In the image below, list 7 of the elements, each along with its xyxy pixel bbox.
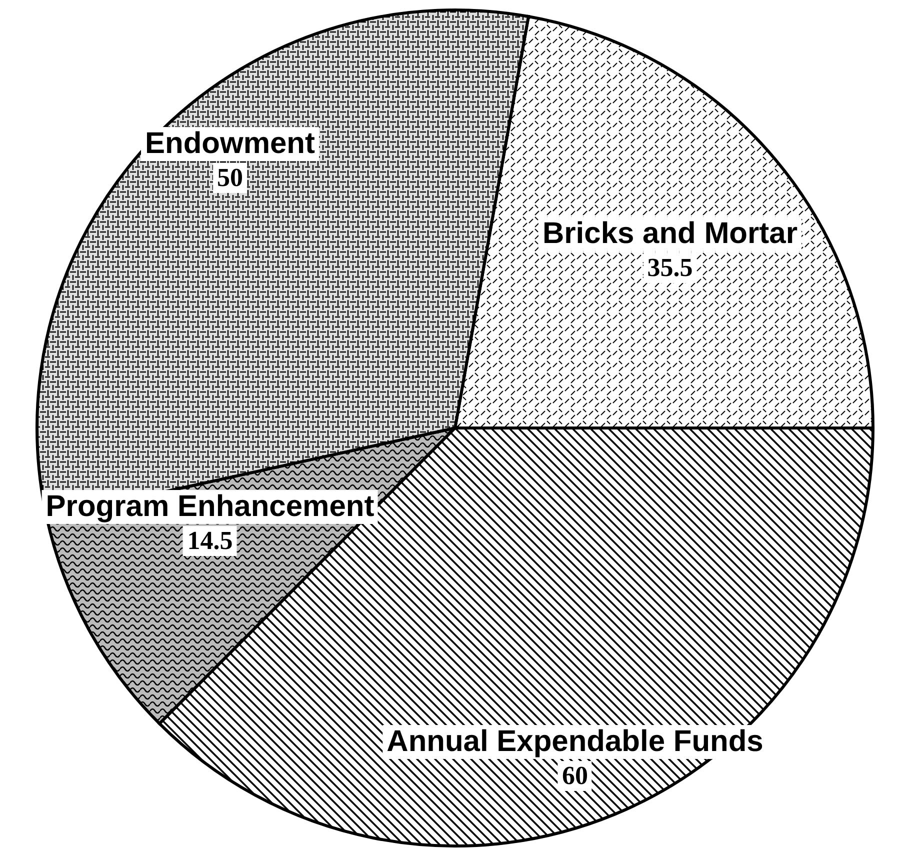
value-label: 14.5: [183, 526, 237, 556]
slice-label: Endowment: [141, 127, 319, 161]
slice-label: Bricks and Mortar: [538, 217, 802, 251]
value-label: 60: [558, 761, 592, 791]
value-label: 50: [213, 163, 247, 193]
value-label: 35.5: [643, 253, 697, 283]
slice-label: Program Enhancement: [42, 490, 378, 524]
